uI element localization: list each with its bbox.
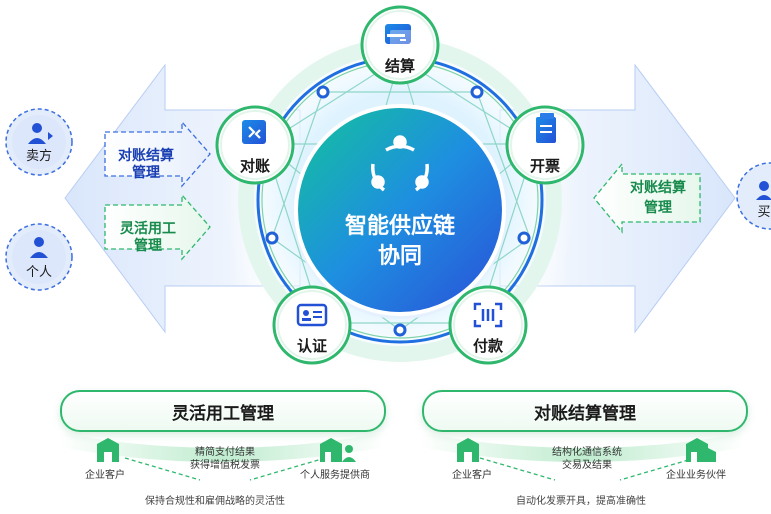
seller-person-icon xyxy=(28,123,53,144)
seller-label: 卖方 xyxy=(26,148,52,163)
bl-center-text: 精简支付结果 获得增值税发票 xyxy=(170,446,280,472)
node-reconcile[interactable]: 对账 xyxy=(215,105,295,185)
br-enterprise-label: 企业客户 xyxy=(452,470,492,481)
flexwork-management-pill[interactable]: 灵活用工管理 xyxy=(60,390,386,432)
provider-icon xyxy=(320,438,356,462)
reconcile-management-pill[interactable]: 对账结算管理 xyxy=(422,390,748,432)
node-invoice[interactable]: 开票 xyxy=(505,105,585,185)
buyer-avatar: 买 xyxy=(736,162,771,230)
enterprise-icon-right xyxy=(457,438,479,462)
person-icon xyxy=(30,237,48,258)
br-center-text: 结构化通信系统 交易及结果 xyxy=(532,446,642,472)
center-title-line2: 协同 xyxy=(378,243,422,268)
reconcile-management-title: 对账结算管理 xyxy=(534,403,636,423)
partner-icon xyxy=(686,438,716,462)
node-payment[interactable]: 付款 xyxy=(448,285,528,365)
flexwork-management-title: 灵活用工管理 xyxy=(172,403,274,423)
bl-note: 保持合规性和雇佣战略的灵活性 xyxy=(145,496,285,507)
right-arrow-reconcile-line2: 管理 xyxy=(644,199,672,215)
right-arrow-reconcile-line1: 对账结算 xyxy=(630,179,686,195)
scan-code-icon xyxy=(473,302,503,328)
center-hub xyxy=(294,104,506,316)
node-label-verify: 认证 xyxy=(297,337,327,355)
person-label: 个人 xyxy=(26,264,52,279)
left-arrow-flexwork-line1: 灵活用工 xyxy=(120,220,176,236)
left-arrow-flexwork-line2: 管理 xyxy=(134,237,162,253)
bottom-left-connectors xyxy=(124,457,326,481)
network-share-icon xyxy=(371,135,429,192)
node-label-pay: 付款 xyxy=(473,337,504,355)
bl-provider-label: 个人服务提供商 xyxy=(300,470,370,481)
node-verify[interactable]: 认证 xyxy=(272,285,352,365)
bottom-right-connectors xyxy=(479,457,696,481)
br-partner-label: 企业业务伙伴 xyxy=(666,470,726,481)
seller-avatar: 卖方 xyxy=(5,108,73,176)
br-center-line2: 交易及结果 xyxy=(562,460,612,471)
ring-dots xyxy=(265,85,531,337)
br-center-line1: 结构化通信系统 xyxy=(552,447,622,458)
person-avatar: 个人 xyxy=(5,223,73,291)
bl-enterprise-label: 企业客户 xyxy=(85,470,125,481)
buyer-label: 买 xyxy=(757,204,770,219)
center-title-line1: 智能供应链 xyxy=(345,213,455,238)
enterprise-icon-left xyxy=(97,438,119,462)
node-label-settle: 结算 xyxy=(385,57,415,75)
bl-center-line2: 获得增值税发票 xyxy=(190,460,260,471)
bl-center-line1: 精简支付结果 xyxy=(195,447,255,458)
right-arrow-reconcile: 对账结算 管理 xyxy=(593,162,701,234)
left-arrow-reconcile-line2: 管理 xyxy=(132,164,160,180)
node-label-invoice: 开票 xyxy=(530,158,560,175)
node-label-reconcile: 对账 xyxy=(240,157,270,175)
left-arrow-reconcile: 对账结算 管理 xyxy=(104,120,211,188)
id-card-icon xyxy=(296,303,328,327)
left-arrow-reconcile-line1: 对账结算 xyxy=(118,147,174,163)
card-transfer-icon xyxy=(385,24,412,46)
br-note: 自动化发票开具，提高准确性 xyxy=(516,496,646,507)
swap-document-icon xyxy=(242,120,266,144)
left-arrow-flexwork: 灵活用工 管理 xyxy=(104,193,211,261)
node-settlement[interactable]: 结算 xyxy=(360,5,440,85)
ticket-icon xyxy=(536,113,556,143)
buyer-person-icon xyxy=(756,181,771,200)
